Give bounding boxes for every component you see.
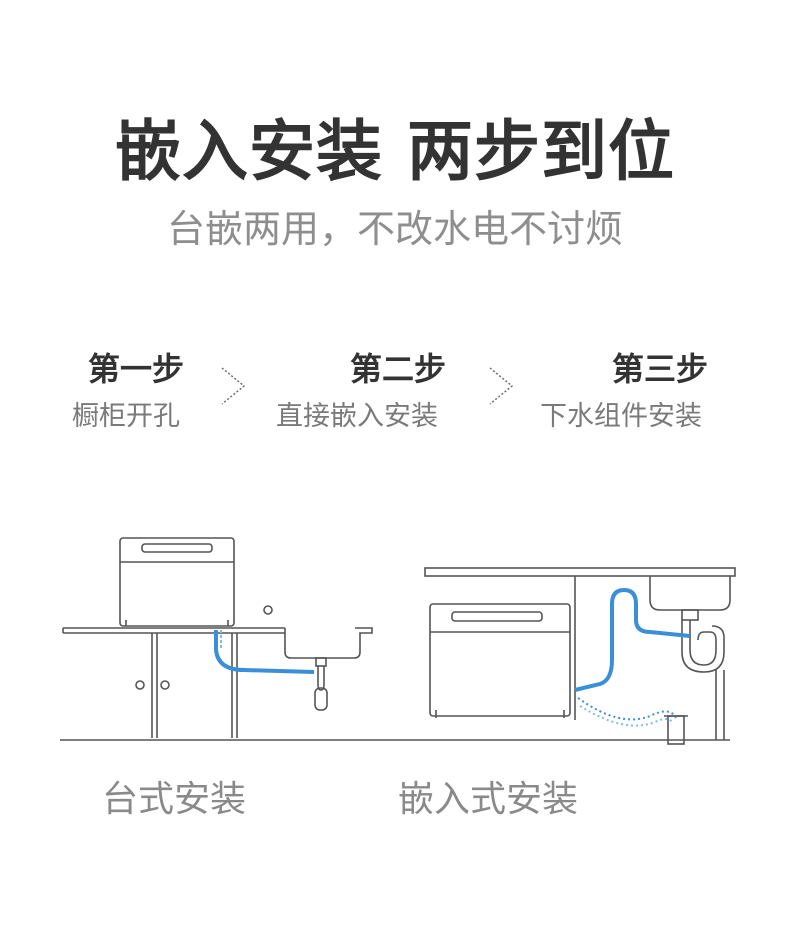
countertop-hose [214,630,315,674]
builtin-hose [574,587,691,727]
step-3-desc: 下水组件安装 [540,401,702,432]
step-2-desc: 直接嵌入安装 [276,401,438,432]
page-title: 嵌入安装 两步到位 [115,113,675,190]
step-1-title: 第一步 [88,350,185,388]
builtin-installation-drawing [424,567,736,745]
installation-illustration [60,537,736,745]
step-3-title: 第三步 [612,350,709,388]
builtin-dishwasher [429,603,571,717]
step-2-title: 第二步 [350,350,447,388]
caption-countertop-installation: 台式安装 [102,779,247,820]
countertop-dishwasher [119,537,235,627]
countertop-installation-drawing [62,537,373,738]
chevron-right-icon [489,367,514,405]
caption-builtin-installation: 嵌入式安装 [398,779,579,820]
chevron-right-icon [221,367,246,405]
page-subtitle: 台嵌两用，不改水电不讨烦 [166,207,623,251]
step-1-desc: 橱柜开孔 [72,401,180,432]
